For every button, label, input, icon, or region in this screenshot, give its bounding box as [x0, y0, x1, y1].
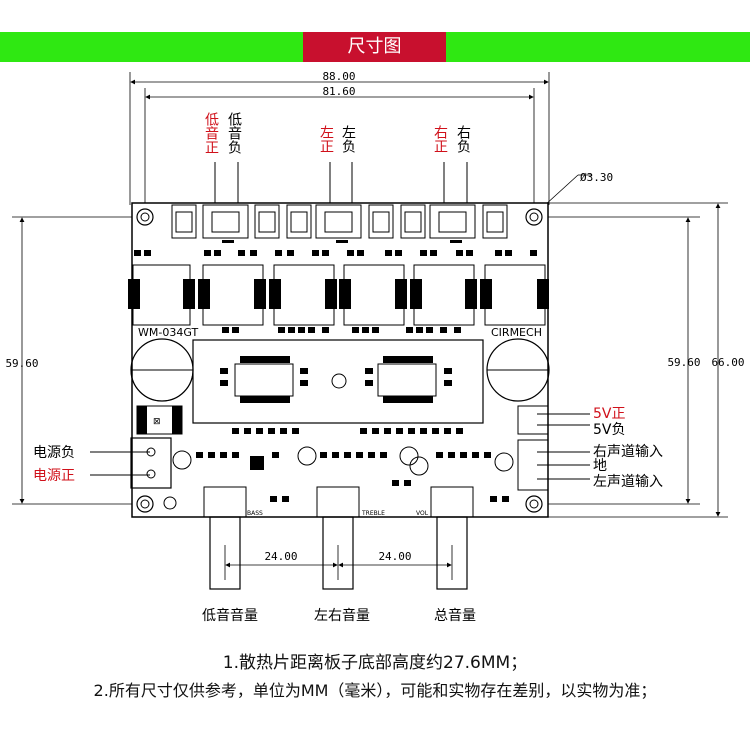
board-model: WM-034GT — [138, 326, 198, 339]
height-right-outer-label: 66.00 — [711, 356, 744, 369]
pot-shafts — [209, 516, 468, 590]
bass-neg-label: 低音负 — [226, 112, 242, 154]
power-labels: 电源负 电源正 — [33, 445, 150, 484]
silk-treble: TREBLE — [361, 510, 385, 517]
right-input-label: 右声道输入 — [593, 444, 663, 460]
hole-diameter-label: Ø3.30 — [580, 171, 613, 184]
ground-label: 地 — [593, 458, 607, 474]
note-2: 2.所有尺寸仅供参考，单位为MM（毫米），可能和实物存在差别，以实物为准； — [93, 681, 657, 700]
bass-volume-label: 低音音量 — [202, 607, 258, 624]
height-right-inner-label: 59.60 — [667, 356, 700, 369]
pcb-board: WM-034GT CIRMECH ⊠ — [128, 202, 550, 518]
width-outer-label: 88.00 — [322, 70, 355, 83]
power-pos-label: 电源正 — [33, 468, 75, 484]
v5-neg-label: 5V负 — [593, 422, 625, 438]
v5-pos-label: 5V正 — [593, 406, 625, 422]
pot-spacing-1: 24.00 — [264, 550, 297, 563]
silk-bass: BASS — [247, 510, 263, 517]
pot-spacing-2: 24.00 — [378, 550, 411, 563]
width-hole-label: 81.60 — [322, 85, 355, 98]
height-left-label: 59.60 — [5, 357, 38, 370]
height-right-dimension: 59.60 66.00 — [548, 202, 745, 518]
left-pos-label: 左正 — [318, 125, 334, 153]
right-neg-label: 右负 — [455, 125, 471, 153]
right-pos-label: 右正 — [432, 125, 448, 153]
banner-title: 尺寸图 — [303, 32, 446, 62]
pot-labels: 低音音量 左右音量 总音量 — [202, 607, 476, 624]
left-input-label: 左声道输入 — [593, 474, 663, 490]
bass-pos-label: 低音正 — [203, 112, 219, 154]
right-io-labels: 5V正 5V负 右声道输入 地 左声道输入 — [537, 406, 663, 490]
svg-text:⊠: ⊠ — [153, 417, 161, 427]
height-left-dimension: 59.60 — [5, 216, 132, 505]
total-volume-label: 总音量 — [434, 607, 476, 624]
silk-vol: VOL — [416, 510, 429, 517]
note-1: 1.散热片距离板子底部高度约27.6MM； — [222, 653, 528, 673]
pot-spacing-dimension: 24.00 24.00 — [225, 550, 452, 568]
lr-volume-label: 左右音量 — [314, 607, 370, 624]
width-dimension: 88.00 81.60 — [129, 70, 550, 205]
top-terminal-labels: 低音正 低音负 左正 左负 右正 右负 — [203, 112, 471, 210]
board-brand: CIRMECH — [491, 326, 542, 339]
power-neg-label: 电源负 — [33, 445, 75, 461]
left-neg-label: 左负 — [340, 125, 356, 153]
